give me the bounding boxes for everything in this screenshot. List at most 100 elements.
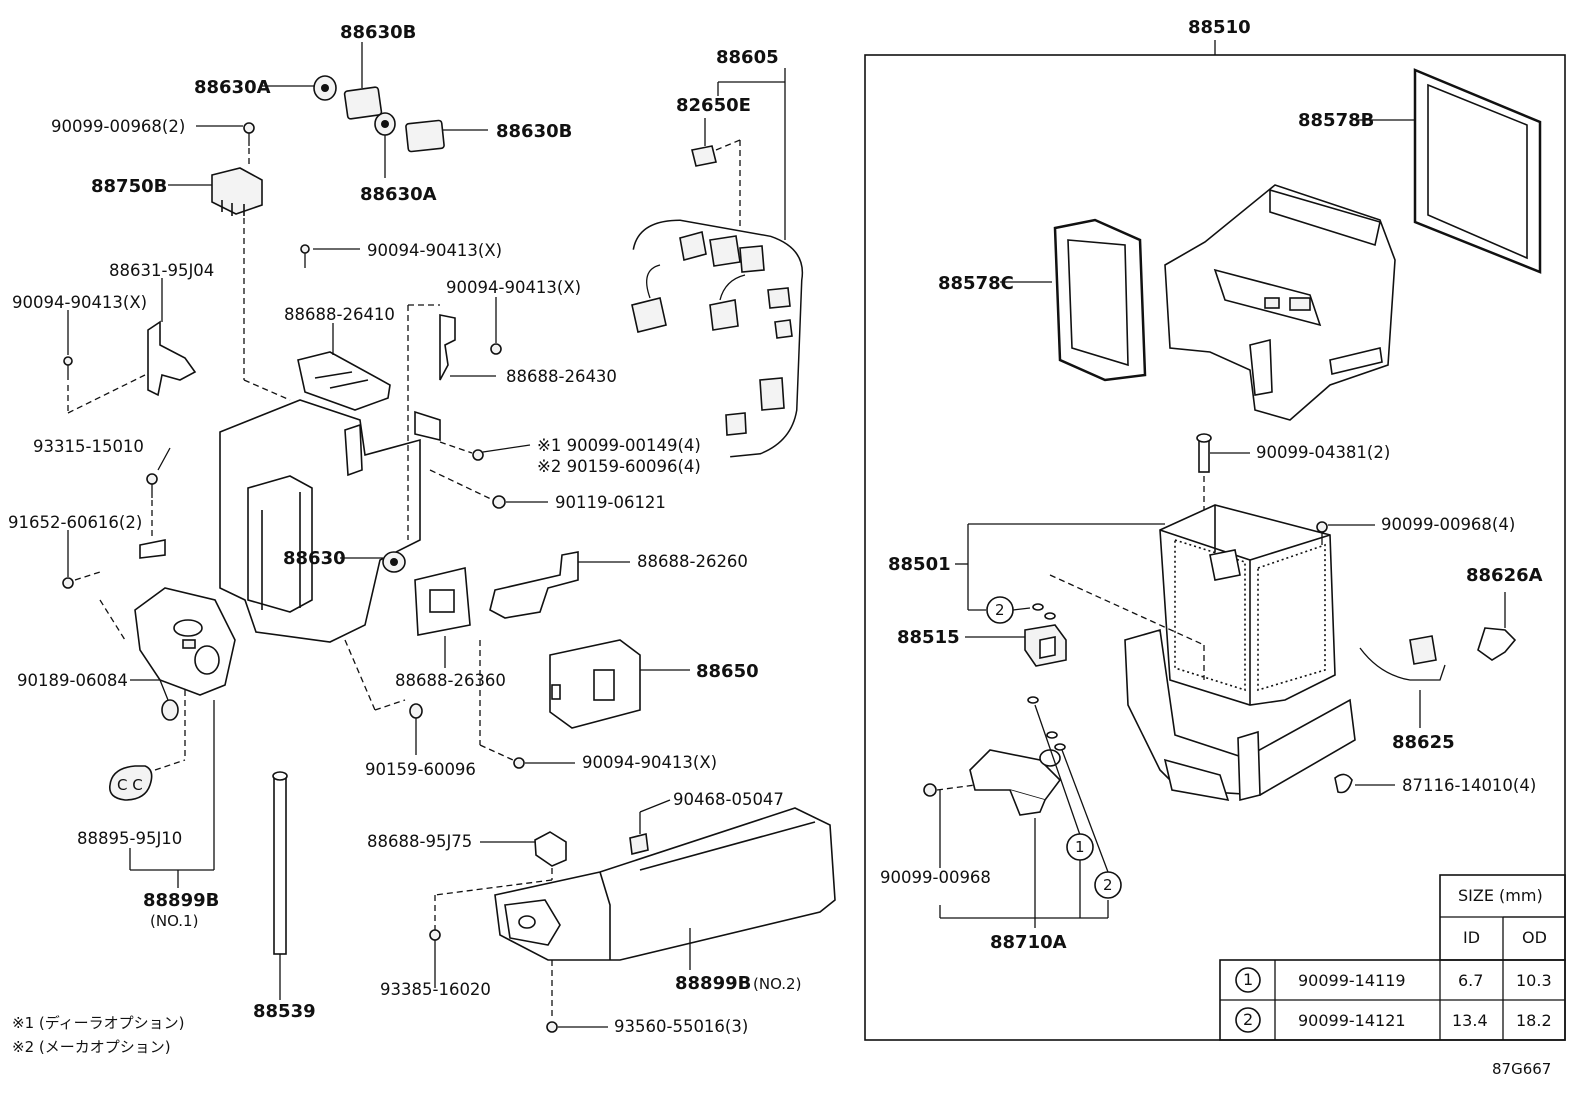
size-row-2-id: 13.4	[1452, 1011, 1488, 1030]
label-90468-05047: 90468-05047	[673, 790, 784, 809]
screw-90094-90413-x4	[479, 640, 575, 769]
label-88688-26360: 88688-26360	[395, 671, 506, 690]
label-90099-00968-4: 90099-00968(4)	[1381, 515, 1515, 534]
thermistor-88625	[1359, 635, 1446, 728]
label-93560-55016: 93560-55016(3)	[614, 1017, 748, 1036]
label-88605: 88605	[716, 47, 779, 68]
label-88578B: 88578B	[1298, 110, 1374, 131]
size-row-2-mark: 2	[1243, 1010, 1253, 1029]
label-88539: 88539	[253, 1001, 316, 1022]
relay-88630B-mid	[405, 119, 488, 153]
cap-mark: C C	[117, 776, 143, 794]
label-90099-00968: 90099-00968	[880, 868, 991, 887]
label-88630A-top: 88630A	[194, 77, 271, 98]
bracket-88688-26360	[414, 567, 471, 668]
label-88625: 88625	[1392, 732, 1455, 753]
label-88626A: 88626A	[1466, 565, 1543, 586]
cap-88895-95J10: C C	[108, 690, 186, 801]
note-maker-option: ※2 (メーカオプション)	[12, 1038, 171, 1056]
sensor-88630A-mid	[374, 112, 396, 178]
label-82650E: 82650E	[676, 95, 751, 116]
label-88899B-1: 88899B	[143, 890, 219, 911]
label-90094-90413-x2: 90094-90413(X)	[12, 293, 147, 312]
label-90099-00968-2: 90099-00968(2)	[51, 117, 185, 136]
label-88630B-top: 88630B	[340, 22, 416, 43]
circle-mark-2: 2	[995, 601, 1005, 619]
size-table-header: SIZE (mm)	[1458, 886, 1543, 905]
size-table-col-od: OD	[1522, 928, 1547, 947]
bracket-88688-26410	[297, 323, 391, 411]
label-90159-60096: 90159-60096	[365, 760, 476, 779]
resistor-88750B	[168, 167, 263, 380]
bracket-88688-26430	[407, 297, 502, 540]
label-88630B-mid: 88630B	[496, 121, 572, 142]
size-row-2-od: 18.2	[1516, 1011, 1552, 1030]
screw-90099-00968-2	[196, 122, 255, 168]
leader-88501	[955, 523, 1165, 624]
size-row-1-od: 10.3	[1516, 971, 1552, 990]
screw-91652-60616	[62, 530, 126, 641]
label-88515: 88515	[897, 627, 960, 648]
label-88899B-1-no: (NO.1)	[150, 912, 198, 930]
label-87116-14010: 87116-14010(4)	[1402, 776, 1536, 795]
label-90099-00149: ※1 90099-00149(4)	[537, 436, 701, 455]
label-88710A: 88710A	[990, 932, 1067, 953]
size-row-1-id: 6.7	[1458, 971, 1483, 990]
label-90094-90413-x4: 90094-90413(X)	[582, 753, 717, 772]
relay-88630B-top	[343, 42, 383, 120]
label-88688-26430: 88688-26430	[506, 367, 617, 386]
size-table-col-id: ID	[1463, 928, 1480, 947]
amplifier-88650	[549, 639, 690, 729]
filter-88578B	[1355, 68, 1542, 274]
label-88899B-2: 88899B	[675, 973, 751, 994]
label-88688-26410: 88688-26410	[284, 305, 395, 324]
evaporator-88501	[1049, 504, 1356, 802]
bracket-88631-95J04	[147, 278, 197, 397]
blower-plate	[134, 539, 236, 696]
tube-88710A	[923, 696, 1122, 928]
label-90119-06121: 90119-06121	[555, 493, 666, 512]
rod-88539	[272, 771, 288, 1000]
label-90094-90413-x1: 90094-90413(X)	[367, 241, 502, 260]
screw-90099-00149	[414, 410, 531, 461]
screw-90119-06121	[429, 469, 548, 509]
label-88750B: 88750B	[91, 176, 167, 197]
label-88501: 88501	[888, 554, 951, 575]
note-dealer-option: ※1 (ディーラオプション)	[12, 1014, 185, 1032]
size-row-1-part: 90099-14119	[1298, 971, 1406, 990]
blower-case	[219, 379, 421, 711]
screw-93560-55016	[546, 1021, 608, 1033]
label-88630: 88630	[283, 548, 346, 569]
upper-case	[1164, 184, 1396, 421]
label-88578C: 88578C	[938, 273, 1014, 294]
clip-88626A	[1477, 592, 1517, 661]
label-88895-95J10: 88895-95J10	[77, 829, 182, 848]
sensor-88630	[340, 551, 406, 573]
clamp-88688-95J75	[434, 831, 567, 930]
screw-93385-16020	[429, 929, 441, 988]
label-91652-60616: 91652-60616(2)	[8, 513, 142, 532]
label-88630A-mid: 88630A	[360, 184, 437, 205]
label-90189-06084: 90189-06084	[17, 671, 128, 690]
clip-87116-14010	[1334, 773, 1395, 794]
sensor-88630A-top	[262, 75, 337, 101]
harness-88605	[631, 68, 804, 458]
screw-90094-90413-x1	[300, 244, 360, 268]
circle-mark-2b: 2	[1103, 876, 1113, 894]
bolt-90099-04381	[1196, 433, 1250, 515]
filter-88578C	[1000, 218, 1147, 382]
label-88688-26260: 88688-26260	[637, 552, 748, 571]
circle-mark-1: 1	[1075, 838, 1085, 856]
label-88510: 88510	[1188, 17, 1251, 38]
valve-88515	[965, 624, 1067, 667]
size-row-1-mark: 1	[1243, 970, 1253, 989]
label-90099-04381: 90099-04381(2)	[1256, 443, 1390, 462]
screw-93315-15010	[146, 447, 171, 540]
label-93315-15010: 93315-15010	[33, 437, 144, 456]
label-88899B-2-no: (NO.2)	[753, 975, 801, 993]
screw-90099-00968-4	[1316, 521, 1375, 545]
label-88688-95J75: 88688-95J75	[367, 832, 472, 851]
duct-88899B-2	[494, 807, 836, 1018]
